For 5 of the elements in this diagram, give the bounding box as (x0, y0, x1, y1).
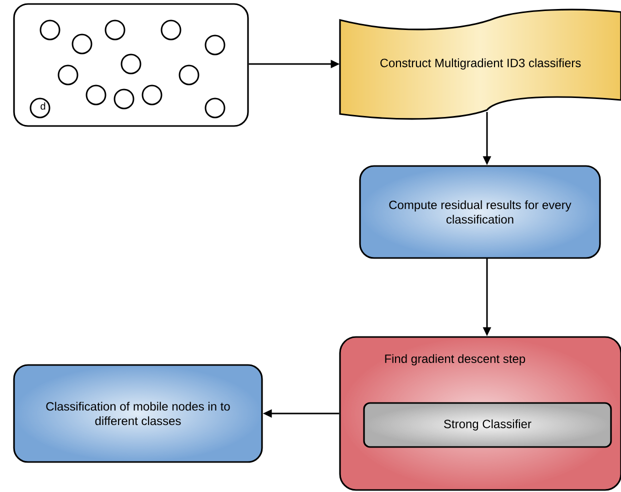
network-box (13, 3, 249, 127)
classifier-box: Strong Classifier (363, 402, 612, 448)
process-box: Classification of mobile nodes in to different classes (13, 364, 263, 463)
circle-label: d (40, 102, 46, 110)
process-box: Compute residual results for every classification (359, 165, 601, 259)
